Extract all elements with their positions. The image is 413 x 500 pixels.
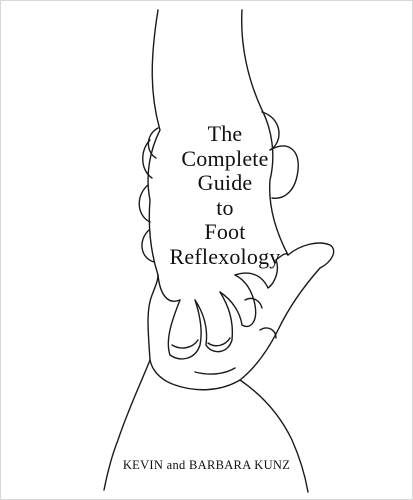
title-line-4: to: [216, 194, 234, 220]
forearm-left: [103, 359, 151, 491]
lower-hand-top: [239, 267, 321, 381]
leg-right-contour: [240, 9, 289, 256]
title-line-6: Reflexology: [169, 243, 281, 269]
toe-1-nail: [171, 339, 199, 349]
knuckle-detail-2: [259, 327, 277, 339]
toe-2: [194, 291, 234, 353]
title-line-1: The: [207, 121, 243, 146]
toe-4: [234, 259, 279, 289]
finger-left-1: [142, 139, 153, 179]
lower-hand-thumb: [287, 242, 335, 269]
knuckle-detail-1: [244, 297, 263, 309]
leg-left-contour: [147, 9, 161, 276]
ankle-left: [147, 127, 159, 159]
title-line-2: Complete: [181, 145, 269, 171]
palm-crease: [194, 367, 236, 375]
author-names: KEVIN and BARBARA KUNZ: [122, 458, 291, 472]
ankle-right: [261, 111, 280, 151]
lower-hand-palm: [149, 359, 241, 391]
foot-top-line: [275, 253, 289, 261]
title-line-3: Guide: [197, 170, 253, 195]
finger-left-2: [138, 184, 151, 223]
heel-outline: [157, 274, 181, 302]
toe-1: [167, 299, 202, 360]
forearm-right: [239, 379, 309, 493]
lower-hand-fingers: [147, 274, 159, 361]
thumb-right: [269, 145, 299, 199]
toe-3: [219, 274, 257, 328]
finger-left-3: [141, 229, 155, 263]
book-title: The Complete Guide to Foot Reflexology: [160, 121, 290, 269]
toe-2-nail: [207, 337, 231, 347]
title-line-5: Foot: [204, 219, 246, 244]
